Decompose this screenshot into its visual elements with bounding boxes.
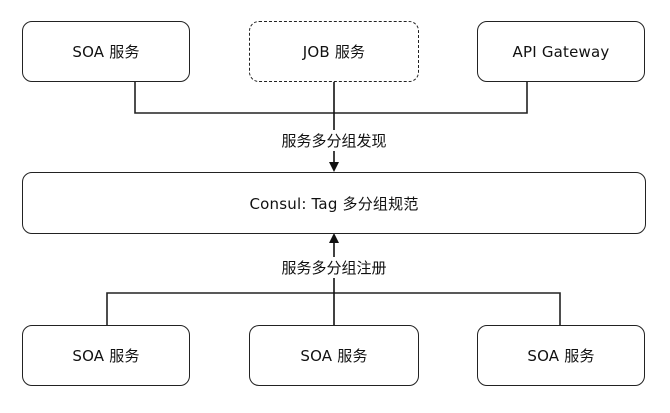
registration-label: 服务多分组注册	[277, 257, 391, 278]
discovery-label: 服务多分组发现	[277, 130, 391, 151]
bottom-soa-service-node-center: SOA 服务	[249, 325, 419, 386]
bottom-soa-service-node-right: SOA 服务	[477, 325, 645, 386]
bottom-soa-service-node-left: SOA 服务	[22, 325, 190, 386]
top-bus-line	[134, 82, 528, 114]
job-service-node: JOB 服务	[249, 21, 419, 82]
top-soa-service-node: SOA 服务	[22, 21, 190, 82]
api-gateway-node: API Gateway	[477, 21, 645, 82]
consul-tag-node: Consul: Tag 多分组规范	[22, 172, 646, 234]
